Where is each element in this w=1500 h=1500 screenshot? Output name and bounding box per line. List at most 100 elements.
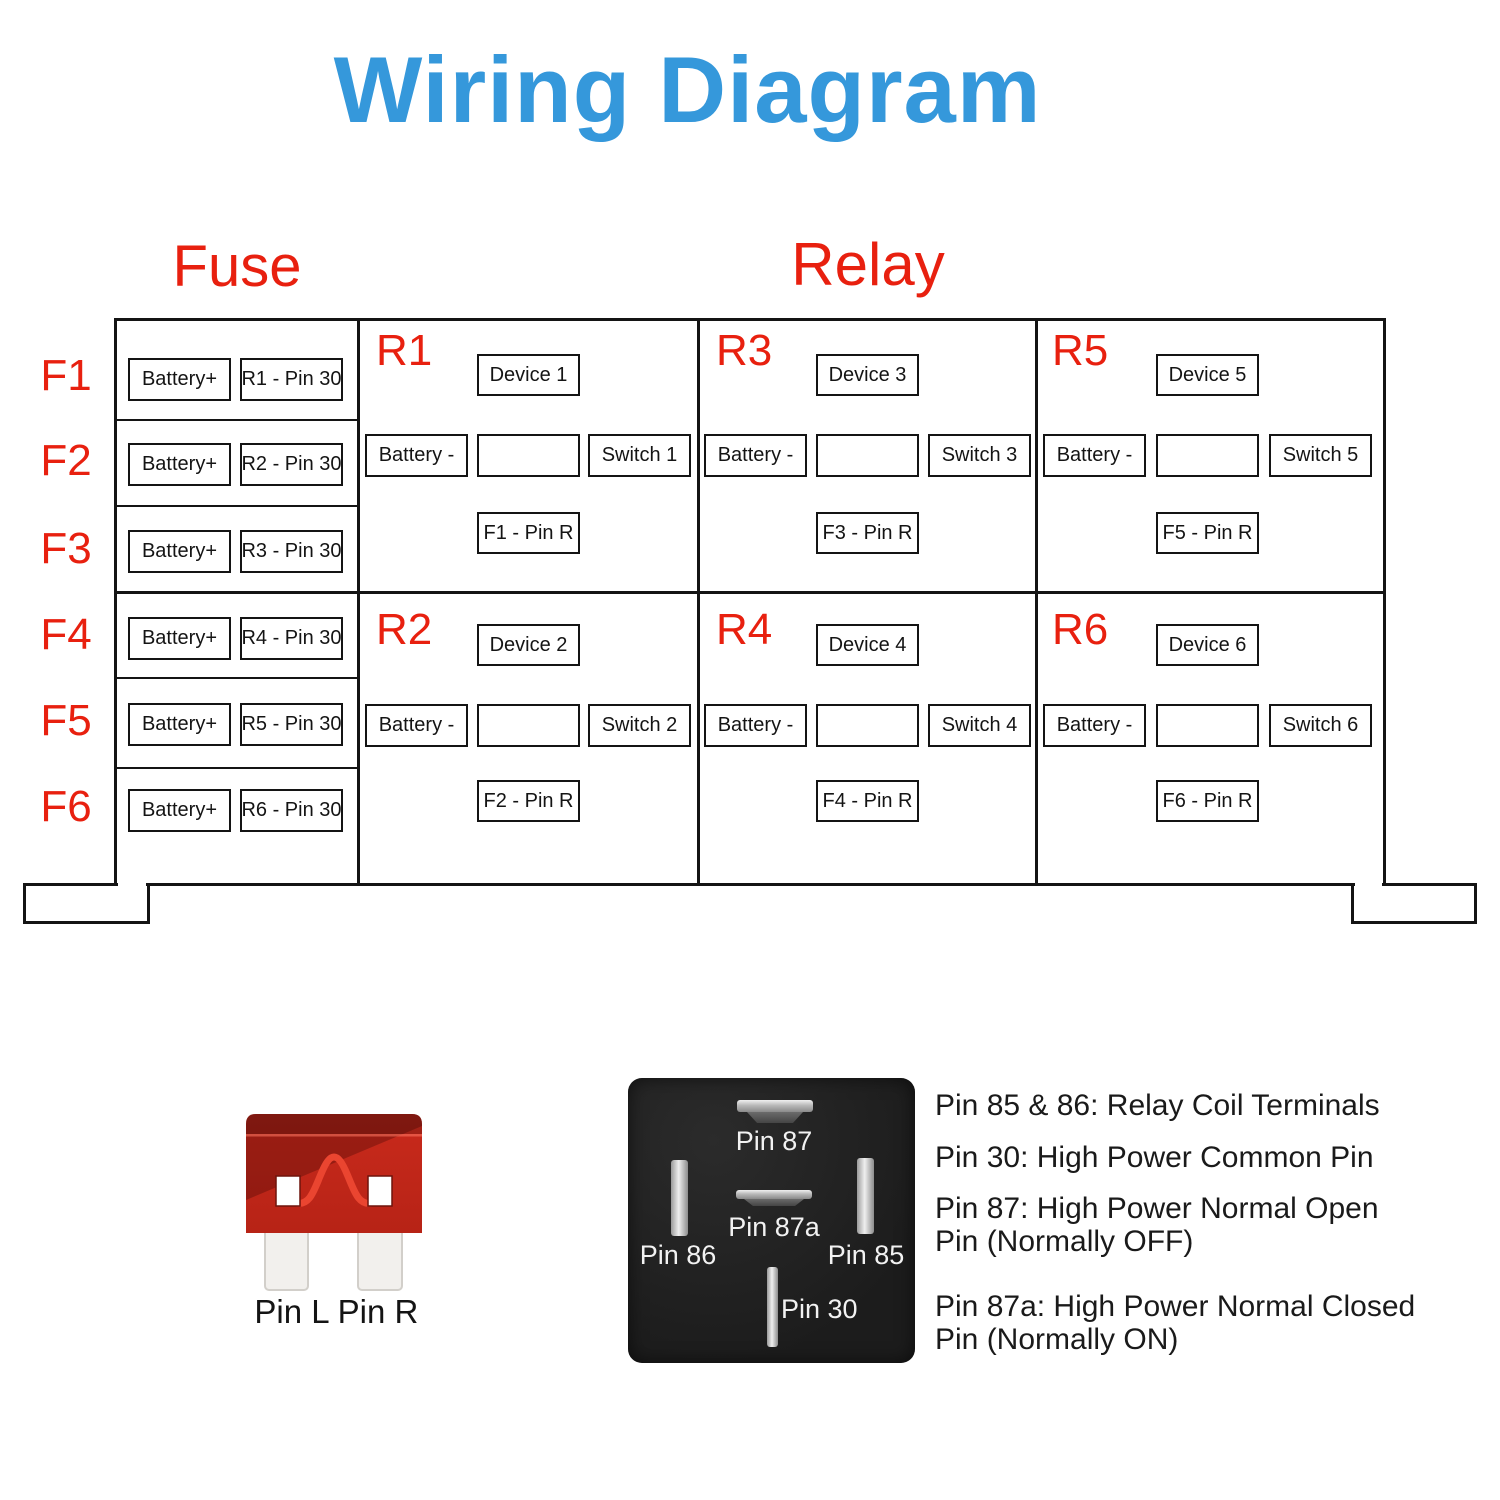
switch-box-r2: Switch 2: [588, 704, 691, 747]
battery-minus-box-r4: Battery -: [704, 704, 807, 747]
relay-pin30-box-f2: R2 - Pin 30: [240, 443, 343, 486]
pin-85-label: Pin 85: [827, 1240, 905, 1270]
note-line: Pin (Normally OFF): [935, 1225, 1194, 1258]
divider-relay-col-1: [697, 318, 700, 886]
battery-minus-box-r1: Battery -: [365, 434, 468, 477]
note-line: Pin 85 & 86: Relay Coil Terminals: [935, 1089, 1380, 1122]
switch-box-r3: Switch 3: [928, 434, 1031, 477]
pin-30-label: Pin 30: [781, 1294, 858, 1324]
device-box-r2: Device 2: [477, 624, 580, 666]
empty-terminal-box-r1: [477, 434, 580, 477]
empty-terminal-box-r5: [1156, 434, 1259, 477]
fuse-pinr-box-r1: F1 - Pin R: [477, 512, 580, 554]
divider-f2-f3: [114, 505, 360, 507]
divider-f1-f2: [114, 419, 360, 421]
fuse-pinr-box-r2: F2 - Pin R: [477, 780, 580, 822]
note-line: Pin 87: High Power Normal Open: [935, 1192, 1379, 1225]
pin-87a-blade-base: [744, 1199, 804, 1206]
relay-cell-label-r3: R3: [716, 326, 773, 375]
device-box-r3: Device 3: [816, 354, 919, 396]
battery-minus-box-r3: Battery -: [704, 434, 807, 477]
relay-pin30-box-f6: R6 - Pin 30: [240, 789, 343, 832]
battery-plus-box-f5: Battery+: [128, 703, 231, 746]
pin-87a-label: Pin 87a: [728, 1212, 820, 1242]
fuse-row-label-f2: F2: [40, 436, 92, 485]
pin-87-blade: [737, 1100, 813, 1112]
fuse-row-label-f1: F1: [40, 351, 92, 400]
fuse-leg-right: [357, 1227, 403, 1291]
relay-cell-label-r6: R6: [1052, 605, 1109, 654]
note-line: Pin 87a: High Power Normal Closed: [935, 1290, 1416, 1323]
foot-left-opening: [118, 881, 146, 890]
relay-pin30-box-f5: R5 - Pin 30: [240, 703, 343, 746]
fuse-element-wave: [292, 1153, 376, 1207]
relay-cell-label-r4: R4: [716, 605, 773, 654]
divider-row-middle: [114, 591, 1386, 594]
pin-30-blade: [767, 1267, 778, 1347]
foot-right-opening: [1355, 881, 1382, 890]
fuse-pin-l-label: Pin L: [254, 1293, 330, 1330]
fuse-window-left: [275, 1175, 301, 1207]
device-box-r1: Device 1: [477, 354, 580, 396]
relay-pinout-photo: Pin 87 Pin 87a Pin 86 Pin 85 Pin 30: [628, 1078, 915, 1363]
note-pin-30: Pin 30: High Power Common Pin: [935, 1141, 1445, 1174]
fuse-pinr-box-r6: F6 - Pin R: [1156, 780, 1259, 822]
relay-pin30-box-f1: R1 - Pin 30: [240, 358, 343, 401]
relay-pin30-box-f3: R3 - Pin 30: [240, 530, 343, 573]
relay-section-header: Relay: [791, 231, 945, 298]
relay-cell-label-r5: R5: [1052, 326, 1109, 375]
fuse-illustration: [246, 1114, 422, 1291]
divider-fuse-relay: [357, 318, 360, 886]
switch-box-r5: Switch 5: [1269, 434, 1372, 477]
divider-f4-f5: [114, 677, 360, 679]
empty-terminal-box-r2: [477, 704, 580, 747]
note-line: Pin (Normally ON): [935, 1323, 1179, 1356]
fuse-pinr-box-r3: F3 - Pin R: [816, 512, 919, 554]
fuse-pinr-box-r4: F4 - Pin R: [816, 780, 919, 822]
battery-plus-box-f1: Battery+: [128, 358, 231, 401]
fuse-row-label-f6: F6: [40, 782, 92, 831]
battery-plus-box-f3: Battery+: [128, 530, 231, 573]
note-line: Pin 30: High Power Common Pin: [935, 1141, 1374, 1174]
relay-cell-r2: R2 Device 2 Battery - Switch 2 F2 - Pin …: [358, 594, 697, 884]
pin-85-blade: [857, 1158, 874, 1234]
relay-cell-r6: R6 Device 6 Battery - Switch 6 F6 - Pin …: [1036, 594, 1386, 884]
pin-87-blade-base: [747, 1112, 803, 1123]
fuse-window-right: [367, 1175, 393, 1207]
pin-87a-blade: [736, 1190, 812, 1199]
relay-cell-r1: R1 Device 1 Battery - Switch 1 F1 - Pin …: [358, 321, 697, 589]
relay-pin30-box-f4: R4 - Pin 30: [240, 617, 343, 660]
device-box-r4: Device 4: [816, 624, 919, 666]
relay-cell-r4: R4 Device 4 Battery - Switch 4 F4 - Pin …: [698, 594, 1035, 884]
fuse-section-header: Fuse: [172, 234, 302, 299]
fuse-cap-band: [246, 1114, 422, 1134]
battery-minus-box-r6: Battery -: [1043, 704, 1146, 747]
fuse-row-label-f5: F5: [40, 696, 92, 745]
device-box-r6: Device 6: [1156, 624, 1259, 666]
empty-terminal-box-r4: [816, 704, 919, 747]
note-pin-85-86: Pin 85 & 86: Relay Coil Terminals: [935, 1089, 1445, 1122]
switch-box-r6: Switch 6: [1269, 704, 1372, 747]
relay-cell-r5: R5 Device 5 Battery - Switch 5 F5 - Pin …: [1036, 321, 1386, 589]
switch-box-r4: Switch 4: [928, 704, 1031, 747]
pin-86-label: Pin 86: [639, 1240, 717, 1270]
relay-cell-r3: R3 Device 3 Battery - Switch 3 F3 - Pin …: [698, 321, 1035, 589]
battery-plus-box-f2: Battery+: [128, 443, 231, 486]
page-title: Wiring Diagram: [333, 37, 1042, 142]
fuse-pin-r-label: Pin R: [337, 1293, 419, 1330]
fuse-leg-left: [264, 1227, 309, 1291]
pin-87-label: Pin 87: [735, 1126, 813, 1156]
battery-plus-box-f4: Battery+: [128, 617, 231, 660]
fuse-row-label-f4: F4: [40, 610, 92, 659]
fuse-cap-edge: [246, 1134, 422, 1137]
fuse-pinr-box-r5: F5 - Pin R: [1156, 512, 1259, 554]
empty-terminal-box-r3: [816, 434, 919, 477]
relay-cell-label-r2: R2: [376, 605, 433, 654]
battery-plus-box-f6: Battery+: [128, 789, 231, 832]
device-box-r5: Device 5: [1156, 354, 1259, 396]
relay-cell-label-r1: R1: [376, 326, 433, 375]
pin-86-blade: [671, 1160, 688, 1236]
